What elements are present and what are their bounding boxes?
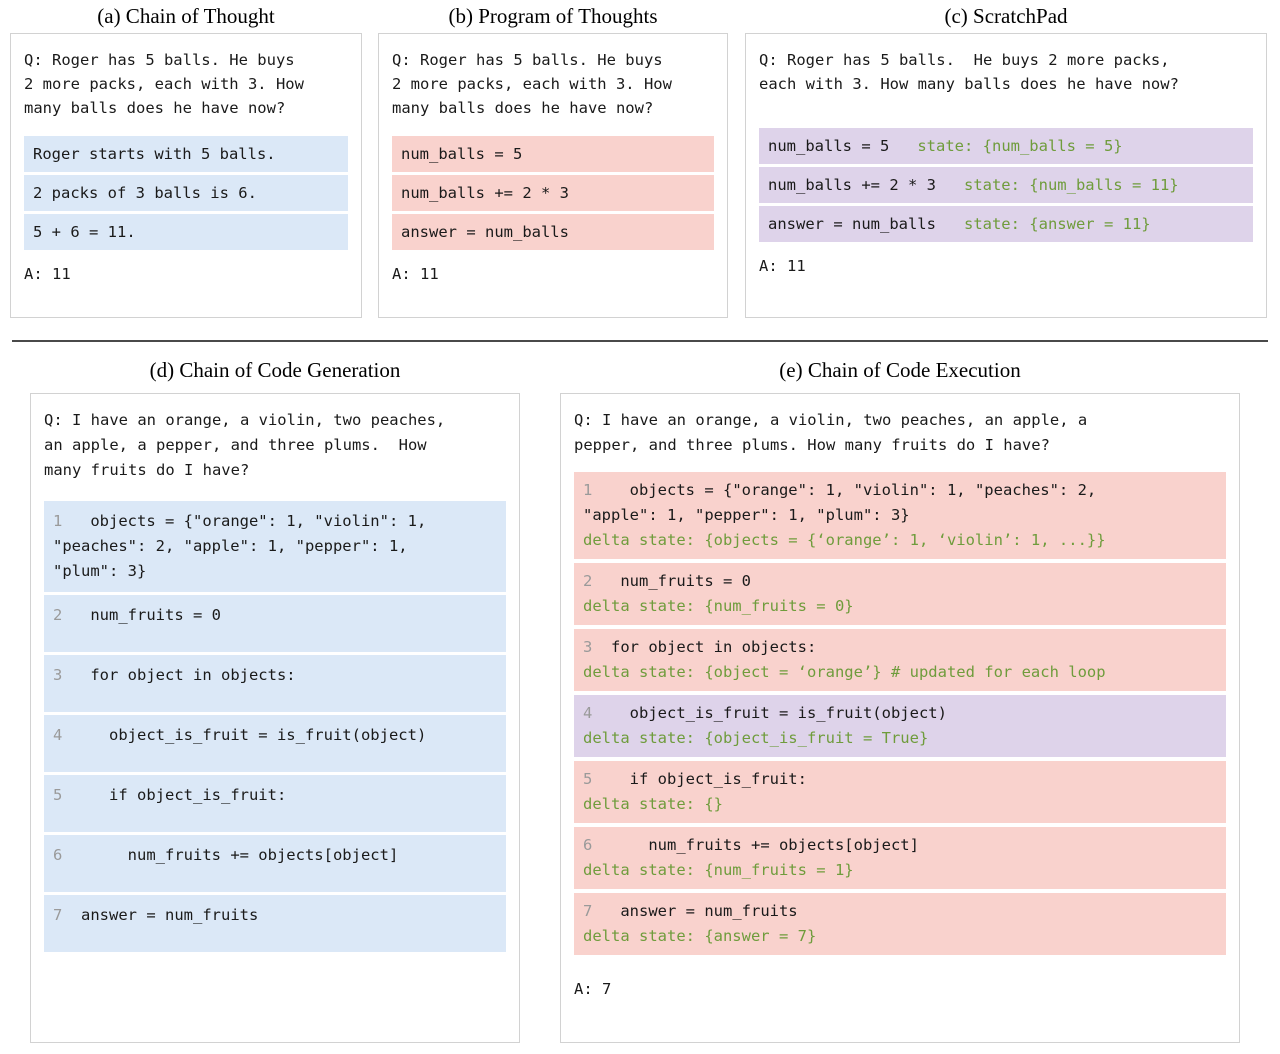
line-number: 3 bbox=[53, 666, 63, 684]
step-code: num_fruits = 0 bbox=[62, 606, 221, 624]
question-text-d: Q: I have an orange, a violin, two peach… bbox=[44, 411, 446, 479]
line-number: 2 bbox=[53, 606, 63, 624]
line-number: 4 bbox=[583, 704, 593, 722]
panel-chain-of-code-execution: Q: I have an orange, a violin, two peach… bbox=[560, 393, 1240, 1043]
steps-list-b: num_balls = 5 num_balls += 2 * 3 answer … bbox=[392, 136, 714, 250]
step-row: 4 object_is_fruit = is_fruit(object) bbox=[44, 715, 506, 772]
answer-text-e: A: 7 bbox=[574, 980, 612, 998]
answer-text-c: A: 11 bbox=[759, 257, 806, 275]
panel-caption-a: (a) Chain of Thought bbox=[97, 4, 275, 28]
step-row: 3 for object in objects: bbox=[44, 655, 506, 712]
line-number: 1 bbox=[53, 512, 63, 530]
step-delta-state: delta state: {object_is_fruit = True} bbox=[583, 729, 929, 747]
step-code: num_fruits = 0 bbox=[592, 572, 751, 590]
line-number: 4 bbox=[53, 726, 63, 744]
step-delta-state: delta state: {num_fruits = 1} bbox=[583, 861, 854, 879]
steps-list-d: 1 objects = {"orange": 1, "violin": 1, "… bbox=[44, 501, 506, 952]
step-row: 7 answer = num_fruits bbox=[44, 895, 506, 952]
step-code: answer = num_fruits bbox=[62, 906, 259, 924]
question-text-a: Q: Roger has 5 balls. He buys 2 more pac… bbox=[24, 51, 304, 117]
step-code: objects = {"orange": 1, "violin": 1, "pe… bbox=[53, 512, 427, 580]
question-text-c: Q: Roger has 5 balls. He buys 2 more pac… bbox=[759, 51, 1179, 93]
step-delta-state: delta state: {} bbox=[583, 795, 723, 813]
step-row: 2 num_fruits = 0 delta state: {num_fruits… bbox=[574, 563, 1226, 625]
step-delta-state: delta state: {answer = 7} bbox=[583, 927, 817, 945]
line-number: 2 bbox=[583, 572, 593, 590]
line-number: 5 bbox=[583, 770, 593, 788]
step-code: num_balls = 5 bbox=[768, 137, 890, 155]
step-row: answer = num_balls bbox=[392, 214, 714, 250]
steps-list-e: 1 objects = {"orange": 1, "violin": 1, "… bbox=[574, 472, 1226, 955]
line-number: 6 bbox=[53, 846, 63, 864]
step-row: 6 num_fruits += objects[object] bbox=[44, 835, 506, 892]
panel-caption-c: (c) ScratchPad bbox=[944, 4, 1068, 28]
step-delta-state: delta state: {objects = {‘orange’: 1, ‘v… bbox=[583, 531, 1106, 549]
step-code: for object in objects: bbox=[592, 638, 817, 656]
step-row: num_balls += 2 * 3 state: {num_balls = 1… bbox=[759, 167, 1253, 203]
step-code: answer = num_fruits bbox=[592, 902, 798, 920]
step-row: 5 if object_is_fruit: bbox=[44, 775, 506, 832]
panel-caption-b: (b) Program of Thoughts bbox=[448, 4, 658, 28]
line-number: 1 bbox=[583, 481, 593, 499]
step-row: num_balls = 5 state: {num_balls = 5} bbox=[759, 128, 1253, 164]
line-number: 7 bbox=[583, 902, 593, 920]
step-row: 4 object_is_fruit = is_fruit(object)delt… bbox=[574, 695, 1226, 757]
step-code: answer = num_balls bbox=[768, 215, 936, 233]
panel-caption-d: (d) Chain of Code Generation bbox=[149, 358, 401, 382]
step-code: num_fruits += objects[object] bbox=[592, 836, 919, 854]
steps-list-a: Roger starts with 5 balls. 2 packs of 3 … bbox=[24, 136, 348, 250]
panel-chain-of-thought: Q: Roger has 5 balls. He buys 2 more pac… bbox=[10, 33, 362, 318]
panel-caption-e: (e) Chain of Code Execution bbox=[779, 358, 1021, 382]
step-row: 1 objects = {"orange": 1, "violin": 1, "… bbox=[44, 501, 506, 592]
step-state: state: {num_balls = 5} bbox=[917, 137, 1123, 155]
step-state: state: {num_balls = 11} bbox=[963, 176, 1179, 194]
step-code: objects = {"orange": 1, "violin": 1, "pe… bbox=[583, 481, 1097, 524]
panel-program-of-thoughts: Q: Roger has 5 balls. He buys 2 more pac… bbox=[378, 33, 728, 318]
step-code: object_is_fruit = is_fruit(object) bbox=[62, 726, 427, 744]
step-code: object_is_fruit = is_fruit(object) bbox=[592, 704, 947, 722]
answer-text-b: A: 11 bbox=[392, 265, 439, 283]
step-row: answer = num_balls state: {answer = 11} bbox=[759, 206, 1253, 242]
step-code: num_fruits += objects[object] bbox=[62, 846, 399, 864]
section-divider bbox=[12, 340, 1268, 342]
step-code: num_balls += 2 * 3 bbox=[768, 176, 936, 194]
step-code: if object_is_fruit: bbox=[592, 770, 807, 788]
step-row: 3 for object in objects: delta state: {ob… bbox=[574, 629, 1226, 691]
step-state: state: {answer = 11} bbox=[963, 215, 1151, 233]
question-text-e: Q: I have an orange, a violin, two peach… bbox=[574, 411, 1088, 454]
step-row: 5 + 6 = 11. bbox=[24, 214, 348, 250]
step-row: 1 objects = {"orange": 1, "violin": 1, "… bbox=[574, 472, 1226, 559]
step-row: 5 if object_is_fruit:delta state: {} bbox=[574, 761, 1226, 823]
question-text-b: Q: Roger has 5 balls. He buys 2 more pac… bbox=[392, 51, 672, 117]
step-row: num_balls += 2 * 3 bbox=[392, 175, 714, 211]
panel-chain-of-code-generation: Q: I have an orange, a violin, two peach… bbox=[30, 393, 520, 1043]
step-row: 6 num_fruits += objects[object] delta sta… bbox=[574, 827, 1226, 889]
step-delta-state: delta state: {num_fruits = 0} bbox=[583, 597, 854, 615]
line-number: 7 bbox=[53, 906, 63, 924]
step-delta-state: delta state: {object = ‘orange’} # updat… bbox=[583, 663, 1106, 681]
step-row: 2 packs of 3 balls is 6. bbox=[24, 175, 348, 211]
step-row: Roger starts with 5 balls. bbox=[24, 136, 348, 172]
step-row: num_balls = 5 bbox=[392, 136, 714, 172]
panel-scratchpad: Q: Roger has 5 balls. He buys 2 more pac… bbox=[745, 33, 1267, 318]
answer-text-a: A: 11 bbox=[24, 265, 71, 283]
line-number: 5 bbox=[53, 786, 63, 804]
steps-list-c: num_balls = 5 state: {num_balls = 5} num… bbox=[759, 128, 1253, 242]
step-code: if object_is_fruit: bbox=[62, 786, 287, 804]
step-code: for object in objects: bbox=[62, 666, 296, 684]
line-number: 3 bbox=[583, 638, 593, 656]
step-row: 2 num_fruits = 0 bbox=[44, 595, 506, 652]
line-number: 6 bbox=[583, 836, 593, 854]
